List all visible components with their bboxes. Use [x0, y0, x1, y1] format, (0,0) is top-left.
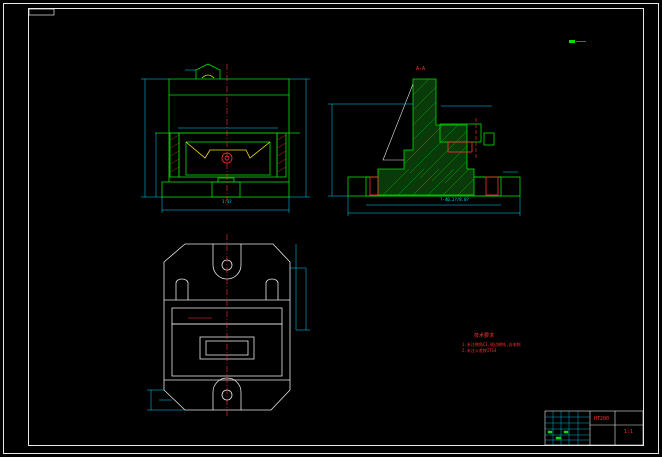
title-block [544, 410, 644, 446]
front-view [141, 63, 310, 213]
tech-requirements-line-2: 2.未注公差按IT14 [462, 348, 497, 353]
side-view-dimension-note-text: ?-40.2?/8.0? [440, 197, 469, 202]
tech-requirements-title: 技术要求 [474, 333, 495, 339]
title-block-drawing-code: HT200 [594, 416, 610, 422]
inner-frame-border [28, 8, 644, 446]
side-section-view [328, 78, 521, 216]
outer-sheet-border [3, 3, 659, 454]
top-left-code-box [28, 8, 55, 16]
tech-requirements-line-1: 1.未注倒角C1,锐边倒钝,去毛刺 [462, 342, 521, 347]
top-view [147, 234, 310, 418]
roughness-symbol [569, 40, 586, 43]
section-label-a-a: A-A [416, 66, 426, 72]
title-block-scale-note: 1:1 [624, 429, 634, 435]
front-view-dimension-note: 1:1? [222, 199, 232, 204]
